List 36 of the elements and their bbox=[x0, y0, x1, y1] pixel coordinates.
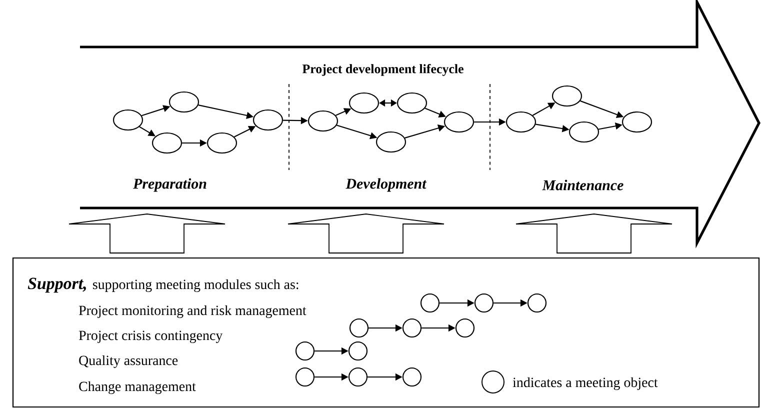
phase-label: Maintenance bbox=[542, 180, 624, 190]
meeting-circle bbox=[295, 367, 315, 387]
meeting-ellipse bbox=[308, 110, 338, 132]
meeting-ellipse bbox=[444, 111, 474, 133]
meeting-ellipse bbox=[506, 111, 536, 133]
meeting-ellipse bbox=[622, 111, 652, 133]
meeting-circle bbox=[402, 318, 422, 338]
meeting-ellipse bbox=[206, 132, 238, 154]
meeting-circle bbox=[295, 341, 315, 361]
meeting-circle bbox=[349, 318, 369, 338]
list-item: Project monitoring and risk management bbox=[78, 305, 306, 318]
meeting-ellipse bbox=[348, 92, 380, 114]
meeting-circle bbox=[348, 367, 368, 387]
meeting-ellipse bbox=[396, 92, 428, 114]
list-item: Project crisis contingency bbox=[78, 330, 223, 344]
meeting-ellipse bbox=[152, 132, 182, 154]
meeting-circle bbox=[402, 367, 422, 387]
meeting-circle bbox=[474, 293, 494, 313]
meeting-circle bbox=[527, 293, 547, 313]
title: Project development lifecycle bbox=[302, 64, 464, 76]
list-item: Quality assurance bbox=[79, 355, 178, 368]
support-heading: Support, bbox=[28, 278, 86, 293]
meeting-circle bbox=[455, 318, 475, 338]
meeting-circle bbox=[420, 293, 440, 313]
meeting-ellipse bbox=[112, 109, 144, 131]
list-item: Change management bbox=[79, 381, 196, 394]
phase-label: Preparation bbox=[133, 178, 206, 192]
meeting-ellipse bbox=[376, 131, 406, 153]
legend-text: indicates a meeting object bbox=[512, 377, 658, 390]
phase-label: Development bbox=[346, 178, 427, 192]
meeting-ellipse bbox=[552, 85, 582, 107]
meeting-ellipse bbox=[168, 91, 200, 113]
intro-text: supporting meeting modules such as: bbox=[93, 279, 298, 292]
meeting-ellipse bbox=[252, 109, 284, 131]
meeting-circle bbox=[348, 341, 368, 361]
meeting-ellipse bbox=[568, 121, 600, 143]
